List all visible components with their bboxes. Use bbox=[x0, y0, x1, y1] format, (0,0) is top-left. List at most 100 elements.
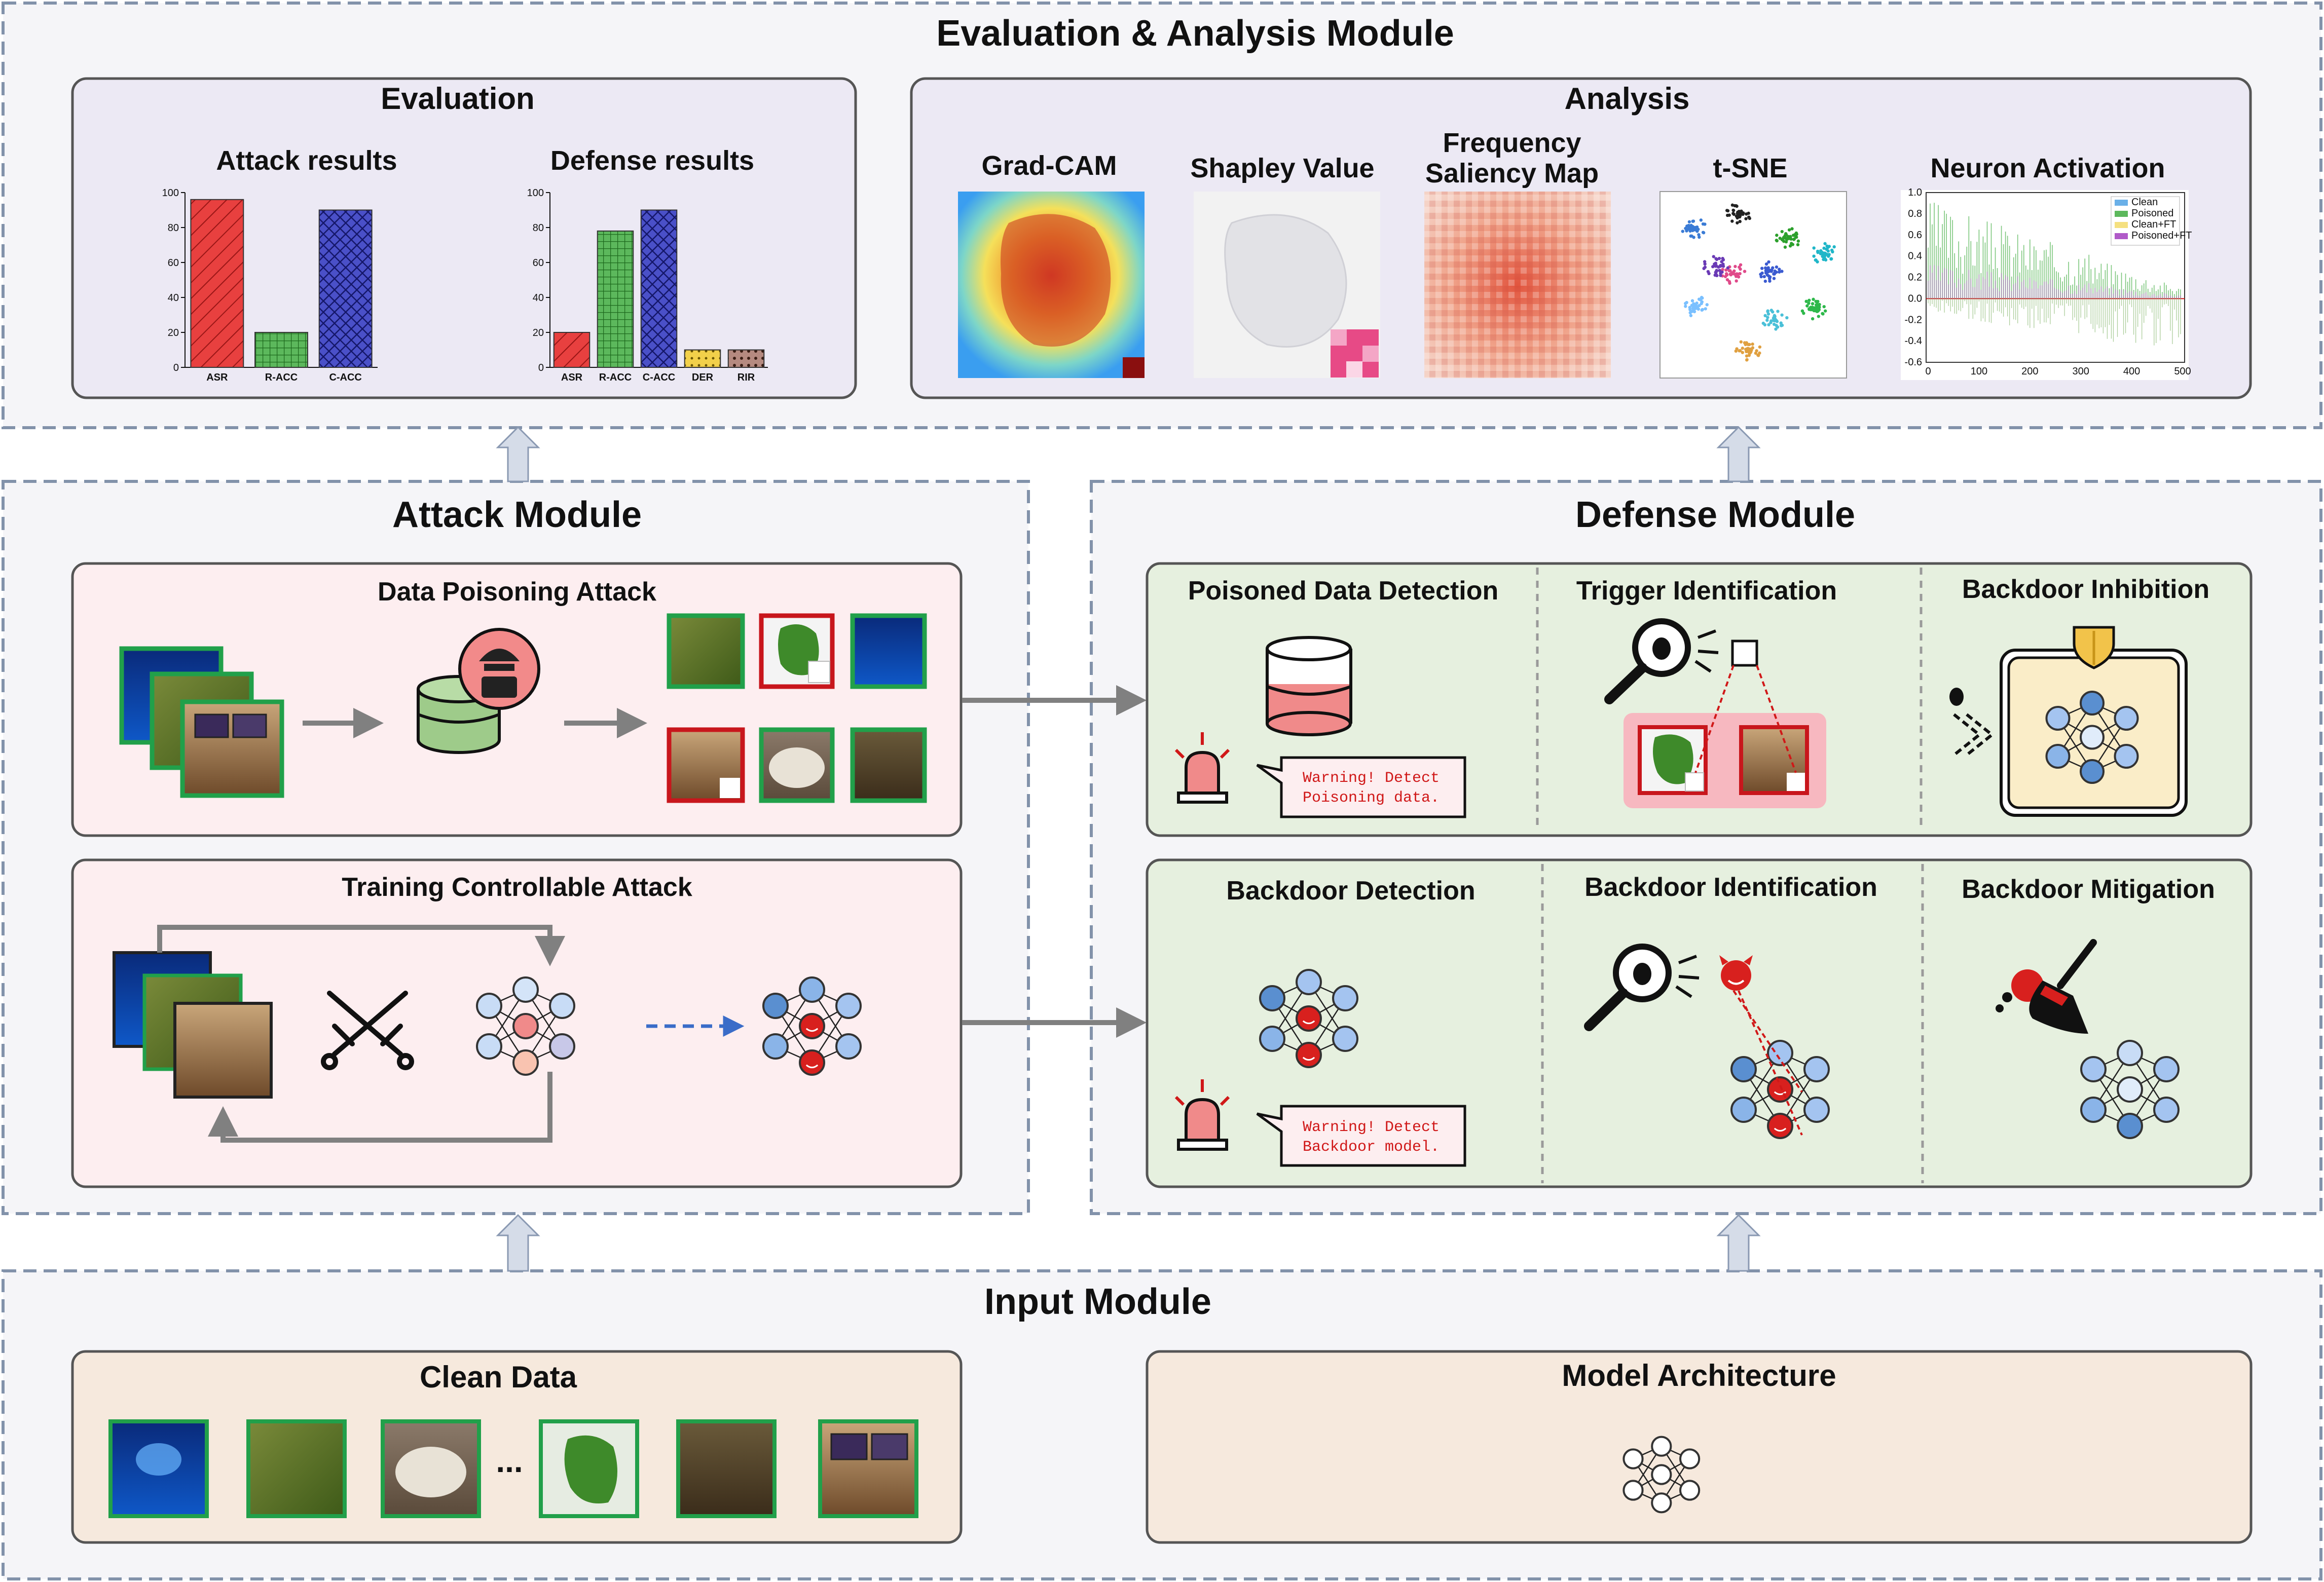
tsne-point bbox=[1727, 269, 1731, 273]
tsne-point bbox=[1791, 243, 1795, 246]
y-tick-label: 0.0 bbox=[1908, 293, 1922, 304]
tsne-point bbox=[1787, 237, 1791, 240]
y-tick-label: 20 bbox=[168, 327, 179, 338]
y-tick-label: -0.2 bbox=[1905, 314, 1922, 325]
tsne-point bbox=[1767, 260, 1770, 264]
tsne-point bbox=[1774, 327, 1778, 331]
bar-c-acc bbox=[640, 209, 678, 368]
nn-node bbox=[1332, 985, 1358, 1011]
tsne-point bbox=[1805, 304, 1809, 308]
poisoned-database-icon bbox=[417, 628, 540, 754]
tsne-point bbox=[1736, 221, 1739, 224]
tsne-point bbox=[1758, 345, 1762, 349]
attack-results-title: Attack results bbox=[216, 145, 397, 176]
x-tick-label: 200 bbox=[2021, 366, 2038, 377]
tsne-point bbox=[1719, 271, 1722, 275]
tsne-point bbox=[1756, 354, 1760, 357]
tsne-point bbox=[1741, 351, 1744, 354]
legend-swatch bbox=[2115, 222, 2128, 228]
nn-node bbox=[2153, 1097, 2180, 1123]
defense-module-title: Defense Module bbox=[1575, 495, 1855, 535]
devil-face bbox=[805, 1064, 819, 1069]
tsne-point bbox=[1743, 341, 1747, 345]
tsne-point bbox=[1685, 228, 1689, 231]
tsne-point bbox=[1796, 239, 1800, 243]
y-tick-label: 80 bbox=[168, 222, 179, 234]
warning-bubble-backdoor: Warning! Detect Backdoor model. bbox=[1256, 1105, 1466, 1167]
poisoned-data-detection-title: Poisoned Data Detection bbox=[1188, 576, 1499, 606]
tsne-point bbox=[1773, 317, 1777, 320]
x-tick-label: C-ACC bbox=[329, 372, 361, 383]
nn-node bbox=[2153, 1056, 2180, 1082]
trigger-identification-title: Trigger Identification bbox=[1576, 576, 1837, 606]
bar-rir bbox=[727, 349, 765, 368]
identified-network-icon bbox=[1730, 1040, 1830, 1139]
nn-node bbox=[2045, 706, 2071, 731]
nn-node bbox=[549, 1033, 575, 1060]
mitigated-network-icon bbox=[2080, 1040, 2180, 1139]
tsne-point bbox=[1738, 219, 1742, 223]
tsne-point bbox=[1721, 268, 1724, 272]
nn-node bbox=[835, 1033, 862, 1060]
backdoor-detection-title: Backdoor Detection bbox=[1226, 876, 1475, 906]
tsne-point bbox=[1711, 265, 1715, 269]
model-architecture-title: Model Architecture bbox=[1562, 1359, 1836, 1392]
tsne-point bbox=[1719, 274, 1722, 277]
evaluation-title: Evaluation bbox=[381, 82, 534, 116]
tsne-point bbox=[1807, 298, 1811, 302]
nn-node bbox=[1803, 1097, 1830, 1123]
tsne-point bbox=[1780, 313, 1784, 317]
nn-node bbox=[2114, 744, 2139, 769]
tsne-point bbox=[1717, 256, 1721, 260]
devil-face bbox=[1302, 1057, 1315, 1061]
tsne-point bbox=[1775, 324, 1778, 327]
tsne-point bbox=[1814, 299, 1818, 304]
alarm-icon-2 bbox=[1174, 1079, 1230, 1151]
tsne-point bbox=[1823, 257, 1827, 261]
tsne-point bbox=[1687, 220, 1691, 223]
tsne-point bbox=[1712, 255, 1715, 258]
nn-node bbox=[1730, 1097, 1757, 1123]
tsne-point bbox=[1714, 257, 1718, 260]
devil-neuron bbox=[799, 1013, 825, 1039]
tsne-point bbox=[1692, 304, 1696, 307]
x-tick-label: R-ACC bbox=[599, 372, 632, 383]
tsne-point bbox=[1733, 265, 1737, 269]
freq-label-line1: Frequency bbox=[1443, 128, 1581, 158]
devil-neuron bbox=[1767, 1076, 1793, 1103]
tsne-point bbox=[1767, 274, 1770, 278]
tsne-point bbox=[1745, 212, 1748, 216]
tsne-point bbox=[1821, 312, 1825, 316]
tsne-point bbox=[1730, 203, 1735, 207]
tsne-point bbox=[1735, 204, 1739, 208]
tsne-point bbox=[1812, 254, 1816, 258]
warning-bubble-poison: Warning! Detect Poisoning data. bbox=[1256, 756, 1466, 818]
tsne-point bbox=[1793, 233, 1797, 236]
y-tick-label: 80 bbox=[533, 222, 544, 234]
nn-node bbox=[476, 993, 502, 1019]
tsne-point bbox=[1773, 314, 1776, 317]
tsne-point bbox=[1811, 306, 1814, 309]
tsne-point bbox=[1690, 299, 1694, 303]
trigger-patch-icon bbox=[1731, 639, 1758, 667]
tsne-point bbox=[1761, 321, 1765, 325]
tsne-point bbox=[1780, 238, 1784, 242]
gradcam-image bbox=[958, 192, 1145, 378]
tsne-point bbox=[1820, 250, 1824, 254]
tsne-point bbox=[1739, 263, 1743, 267]
poison-input-image-stack bbox=[119, 646, 284, 798]
tsne-point bbox=[1714, 272, 1718, 276]
warning-backdoor-line1: Warning! Detect bbox=[1303, 1119, 1440, 1136]
tsne-point bbox=[1829, 257, 1833, 261]
tsne-point bbox=[1771, 266, 1775, 270]
trigger-samples-box bbox=[1624, 665, 1826, 808]
eval-module-title: Evaluation & Analysis Module bbox=[936, 13, 1454, 54]
bar-der bbox=[684, 349, 721, 368]
x-tick-label: 500 bbox=[2174, 366, 2191, 377]
tsne-point bbox=[1698, 235, 1701, 239]
tsne-point bbox=[1725, 278, 1729, 282]
identify-link-2 bbox=[1738, 990, 1803, 1136]
tsne-point bbox=[1785, 316, 1789, 320]
x-tick-label: ASR bbox=[206, 372, 228, 383]
